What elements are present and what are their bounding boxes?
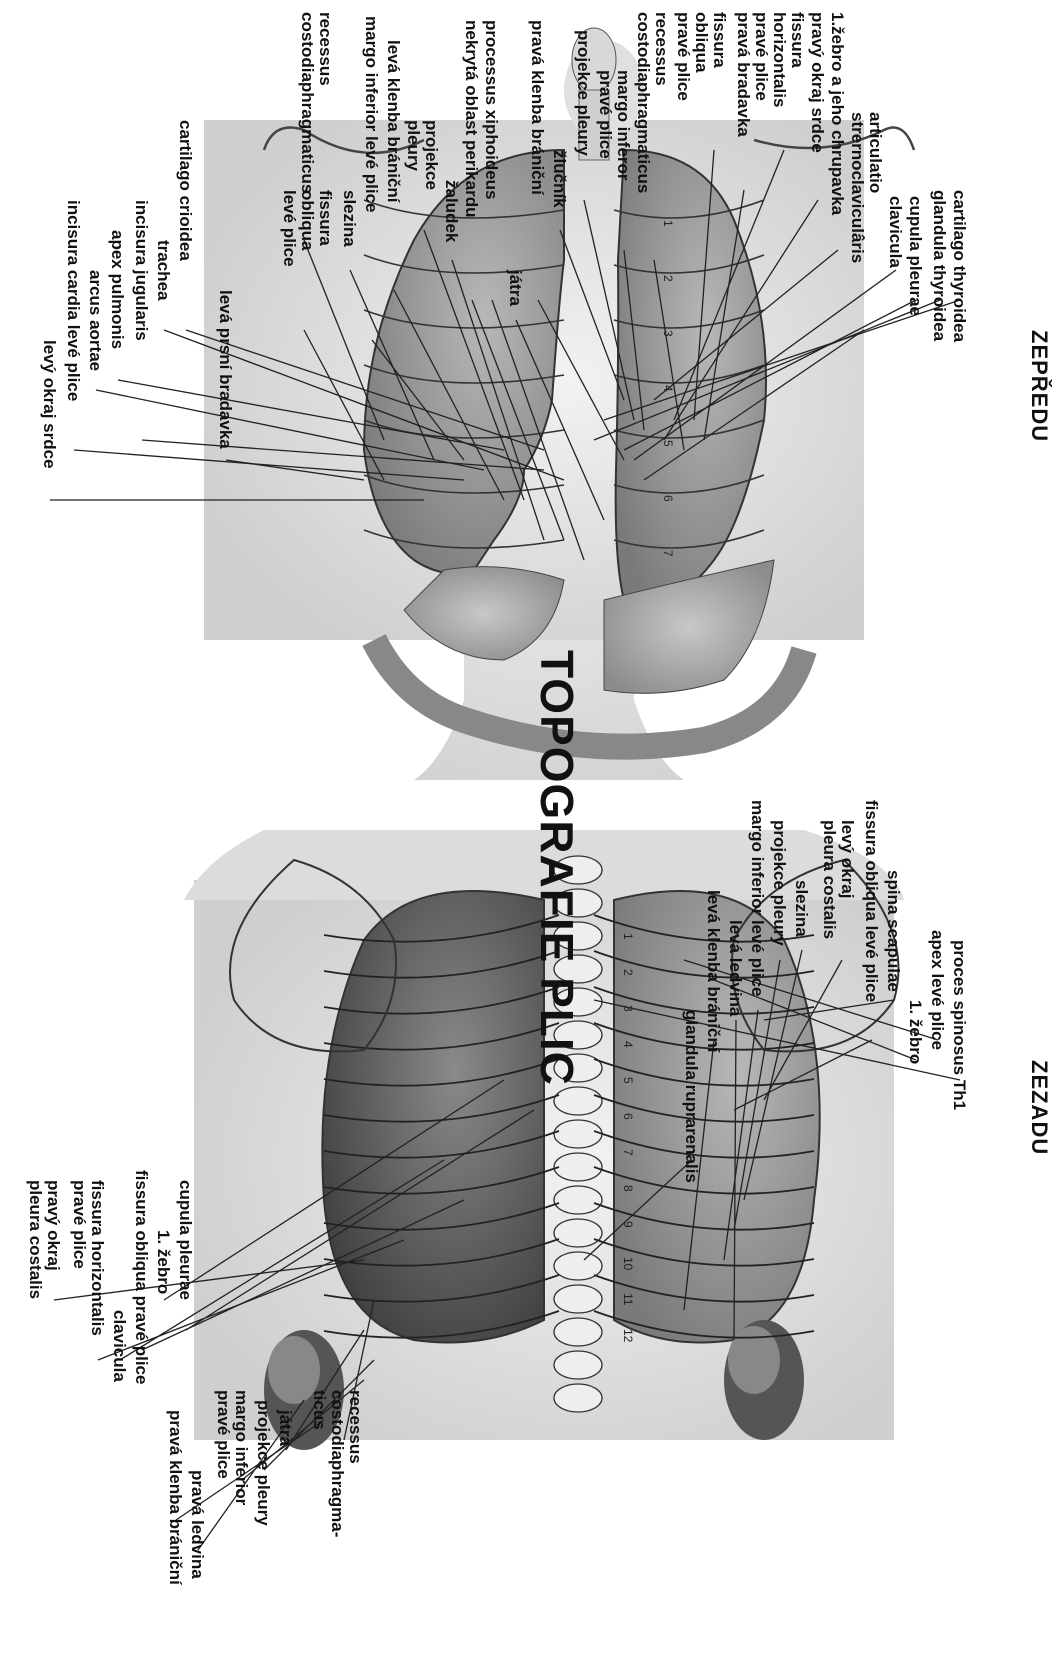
label-leva-prsni-bradavka: levá prsní bradavka — [216, 290, 234, 449]
back-rib-number: 1 — [621, 933, 635, 940]
label-fissura-obliqua-prave: fissura obliqua pravé plice — [674, 12, 728, 101]
front-rib-number: 3 — [661, 330, 675, 337]
label-recessus-b: recessus costodiaphragma- ticus — [310, 1390, 364, 1537]
label-cupula-pleurae: cupula pleurae — [906, 196, 924, 316]
label-jatra: játra — [506, 270, 524, 306]
label-zaludek: žaludek — [442, 180, 460, 242]
label-clavicula-b: clavicula — [110, 1310, 128, 1382]
label-projekce-pleury-r: projekce pleury — [574, 30, 592, 156]
vertebra — [554, 1318, 602, 1346]
label-margo-inferior-leve-b: margo inferior levé plice — [748, 800, 766, 997]
label-recessus-leve: recessus costodiaphragmaticus — [298, 12, 334, 193]
front-rib-number: 7 — [661, 550, 675, 557]
label-leva-klenba: levá klenba brániční — [384, 40, 402, 203]
back-rib-number: 2 — [621, 969, 635, 976]
label-zlucnik: žlučník — [550, 150, 568, 208]
front-rib-number: 2 — [661, 275, 675, 282]
front-rib-number: 1 — [661, 220, 675, 227]
label-clavicula: clavicula — [886, 196, 904, 268]
label-fissura-horizontalis-b: fissura horizontalis pravé plice — [70, 1180, 106, 1336]
label-apex-pulmonis: apex pulmonis — [108, 230, 126, 349]
label-prava-ledvina: pravá ledvina — [188, 1470, 206, 1579]
label-prava-klenba: pravá klenba brániční — [528, 20, 546, 195]
label-slezina-b: slezina — [792, 880, 810, 937]
label-cartilago-crioidea: cartilago crioidea — [176, 120, 194, 261]
label-leva-klenba-b: levá klenba brániční — [704, 890, 722, 1053]
back-rib-number: 8 — [621, 1185, 635, 1192]
front-rib-number: 6 — [661, 495, 675, 502]
label-articulatio: articulatio strernoclaviculâris — [848, 112, 884, 263]
label-incisura-cardia: incisura cardia levé plice — [64, 200, 82, 401]
label-margo-inferor: margo inferor pravé plice — [596, 70, 632, 181]
label-1-zebro-r: 1. žebro — [154, 1230, 172, 1294]
back-rib-number: 7 — [621, 1149, 635, 1156]
label-processus-xiphoideus: processus xiphoideus — [482, 20, 500, 200]
label-1-zebro: 1.žebro a jeho chrupavka — [828, 12, 846, 215]
label-fissura-obliqua-leve-b: fissura obliqua levé plice — [862, 800, 880, 1002]
label-proces-spinosus: proces spinosus Th1 — [950, 940, 968, 1110]
label-levy-okraj-srdce: levý okraj srdce — [40, 340, 58, 469]
label-prava-klenba-b: pravá klenba brániční — [166, 1410, 184, 1585]
vertebra — [554, 1120, 602, 1148]
label-pravy-okraj: pravý okraj pleura costalis — [26, 1180, 62, 1299]
back-rib-number: 5 — [621, 1077, 635, 1084]
vertebra — [554, 1219, 602, 1247]
vertebra — [554, 1351, 602, 1379]
label-prava-bradavka: pravá bradavka — [734, 12, 752, 137]
front-rib-number: 5 — [661, 440, 675, 447]
main-title: TOPOGRAFIE PLIC — [530, 650, 584, 1086]
label-cartilago-thyroidea: cartilago thyroidea — [950, 190, 968, 342]
front-heading: ZEPŘEDU — [1026, 330, 1052, 442]
label-jatra-b: játra — [276, 1410, 294, 1446]
label-apex-leve: apex levé plice — [928, 930, 946, 1050]
vertebra — [554, 1384, 602, 1412]
back-rib-number: 6 — [621, 1113, 635, 1120]
vertebra — [554, 1186, 602, 1214]
back-rib-number: 4 — [621, 1041, 635, 1048]
label-glandula: glandula ruprarenalis — [682, 1010, 700, 1183]
label-1-zebro-l: 1. žebro — [906, 1000, 924, 1064]
label-spina-scapulae: spina scapulae — [884, 870, 902, 992]
back-right-lung — [322, 891, 544, 1343]
label-incisura-jugularis: incisura jugularis — [132, 200, 150, 341]
label-arcus-aortae: arcus aortae — [86, 270, 104, 371]
label-trachea: trachea — [154, 240, 172, 300]
label-projekce-pleury-b: projekce pleury — [770, 820, 788, 946]
label-fissura-obliqua-prave-b: fissura obliqua pravé plice — [132, 1170, 150, 1384]
vertebra — [554, 1285, 602, 1313]
back-rib-number: 10 — [621, 1257, 635, 1271]
label-margo-inferior-prave: margo inferior pravé plice — [214, 1390, 250, 1505]
back-rib-number: 11 — [621, 1293, 635, 1306]
label-projekce-pleury-l: projekce pleury — [404, 120, 440, 190]
label-margo-inferior-leve: margo inferior levé plice — [362, 16, 380, 213]
back-rib-number: 12 — [621, 1329, 635, 1343]
label-projekce-pleury-r-b: projekce pleury — [254, 1400, 272, 1526]
label-recessus-prave: recessus costodiaphragmaticus — [634, 12, 670, 193]
label-fissura-horizontalis: fissura horizontalis pravé plice — [752, 12, 806, 107]
label-levy-okraj-pleura: levý okraj pleura costalis — [820, 820, 856, 939]
label-fissura-obliqua-leve: fissura obliqua levé plice — [280, 190, 334, 267]
back-heading: ZEZADU — [1026, 1060, 1052, 1155]
label-slezina: slezina — [340, 190, 358, 247]
label-cupula-pleurae-b: cupula pleurae — [176, 1180, 194, 1300]
label-leva-ledvina: levá ledvina — [726, 920, 744, 1016]
vertebra — [554, 1087, 602, 1115]
label-glandula-thyroidea: glandula thyroidea — [930, 190, 948, 341]
label-pravy-okraj-srdce: pravý okraj srdce — [808, 12, 826, 153]
label-nekryta-oblast: nekrytá oblast perikardu — [462, 20, 480, 217]
